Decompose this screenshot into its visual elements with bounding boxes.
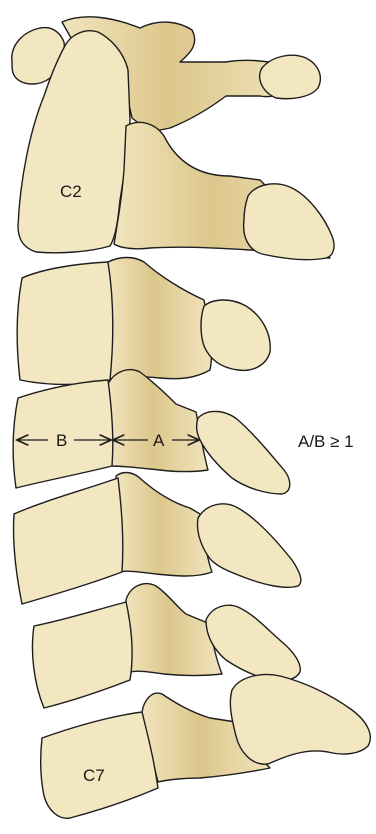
c6-body [32,602,132,708]
c2-spinous-process [244,184,334,260]
c4-pillar [108,370,208,472]
vertebra-c4: B A [13,370,290,494]
c5-body [13,478,122,604]
c2-spinous-tip [260,55,321,98]
c7-spinous-process [230,675,370,765]
c3-pillar [107,258,211,381]
vertebra-c2: C2 [12,17,334,260]
c3-body [17,262,113,385]
b-label: B [56,431,67,450]
a-label: A [153,431,165,450]
c5-spinous-process [197,504,300,587]
vertebra-c7: C7 [41,675,371,819]
ratio-label: A/B ≥ 1 [298,432,354,451]
vertebra-c3 [17,258,270,385]
c2-label: C2 [60,182,82,201]
c7-label: C7 [83,766,105,785]
c4-spinous-process [197,411,290,494]
vertebra-c5 [13,473,300,604]
